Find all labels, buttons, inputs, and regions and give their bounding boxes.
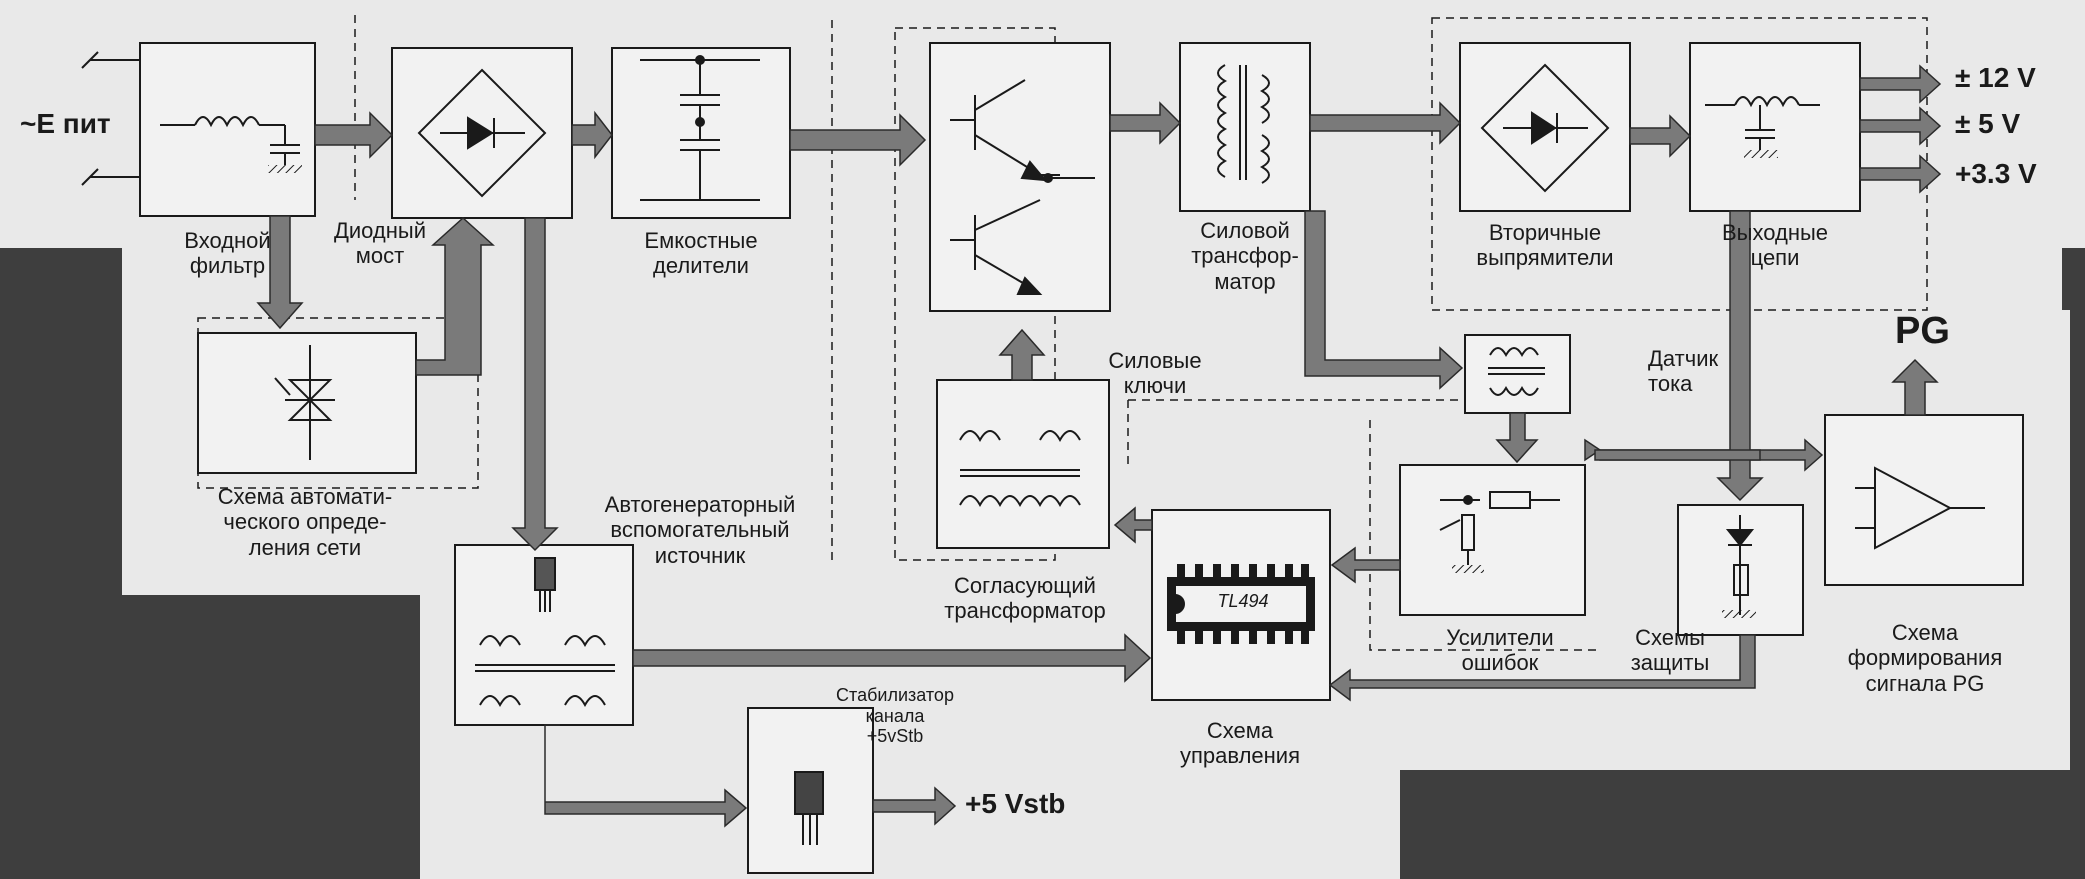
arrow-matching-keys [998,328,1046,381]
arrow-out-12v [1859,64,1942,104]
protection-symbol [1722,515,1756,618]
pg-opamp-symbol [1855,466,1985,550]
keys-symbol [950,79,1095,295]
signal-arrows [256,64,1942,828]
arrow-autodetect-bridge [415,216,495,376]
arrow-stabilizer-out [872,786,957,826]
matching-transformer-block [936,379,1110,549]
input-terminals [81,51,140,186]
arrow-dividers-keys [789,113,927,167]
triac-symbol [274,345,335,460]
arrow-bus-feed [1594,449,1761,461]
arrow-rectifiers-outputs [1629,114,1692,158]
arrow-transformer-rectifiers [1309,101,1462,145]
arrow-aux-stabilizer [544,724,748,828]
error-amp-block [1399,464,1586,616]
bridge-symbol [417,68,547,198]
divider-symbol [640,55,760,201]
stabilizer-symbol [794,771,824,845]
chip-label: TL494 [1217,591,1269,611]
output-circuits-block [1689,42,1861,212]
arrow-erroramp-bus [1584,438,1602,462]
arrow-bridge-aux [511,217,559,552]
blocks [139,42,2024,874]
out-33v-label: +3.3 V [1955,158,2037,189]
aux-symbol [475,557,615,708]
arrow-aux-control [632,633,1152,683]
auto-detect-label: Схема автомати-ческого опреде-ления сети [217,484,393,560]
arrow-out-5v [1859,106,1942,146]
vstb-label: +5 Vstb [965,788,1066,819]
arrow-transformer-sensor [1304,210,1464,390]
out-12v-label: ± 12 V [1955,62,2036,93]
dashed-boundaries [197,15,1928,651]
error-amp-symbol [1439,491,1560,573]
chip-symbol [1167,564,1315,644]
pg-former-block [1824,414,2024,586]
pg-label: PG [1895,310,1950,352]
arrow-filter-autodetect [256,215,304,330]
input-filter-block [139,42,316,217]
transformer-symbol [1217,64,1270,184]
arrow-out-33v [1859,154,1942,194]
filter-symbol [160,116,302,173]
out-5v-label: ± 5 V [1955,108,2021,139]
matching-transformer-symbol [959,430,1081,508]
arrow-control-matching [1113,506,1153,544]
arrow-keys-transformer [1109,101,1182,145]
secondary-bridge-symbol [1480,63,1610,193]
arrow-sensor-erroramp [1495,412,1539,464]
sensor-symbol [1488,347,1545,396]
arrow-erroramp-control [1330,546,1401,584]
arrow-protection-control [1328,634,1756,702]
arrow-filter-bridge [314,111,394,159]
arrow-output-down [1716,210,1764,502]
arrow-pg-up [1891,358,1939,416]
arrow-bridge-dividers [571,110,613,160]
output-filter-symbol [1705,96,1820,158]
input-power-label: ~E пит [20,108,111,139]
